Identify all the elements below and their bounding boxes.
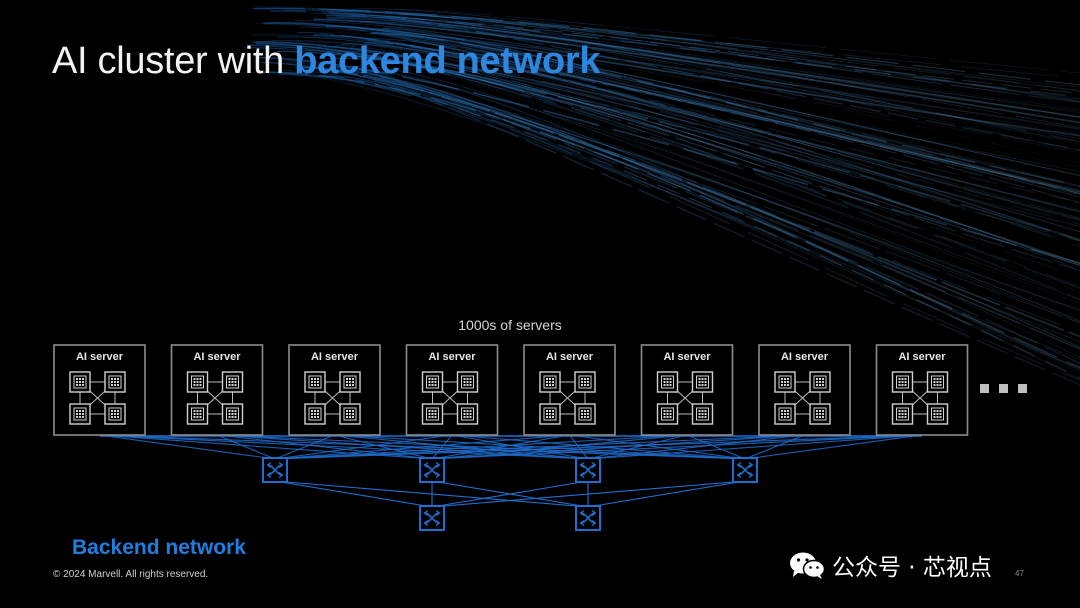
server-box-4: AI server [405, 344, 499, 436]
link-server-4-leaf-3 [451, 434, 589, 460]
link-server-7-leaf-3 [587, 434, 805, 460]
link-server-7-leaf-4 [744, 434, 805, 460]
server-box-5: AI server [523, 344, 616, 436]
watermark: 公众号 · 芯视点 [788, 548, 992, 582]
server-box-1: AI server [53, 344, 146, 436]
server-row: AI server AI server AI server AI server AI s… [53, 344, 969, 436]
link-leaf-4-spine-2 [587, 480, 746, 508]
server-box-3: AI server [288, 344, 381, 436]
link-server-8-leaf-2 [431, 434, 923, 460]
link-server-6-leaf-1 [274, 434, 688, 460]
servers-caption: 1000s of servers [458, 317, 562, 333]
link-leaf-1-spine-1 [274, 480, 433, 508]
network-links [99, 434, 923, 508]
link-leaf-4-spine-1 [431, 480, 746, 508]
link-server-7-leaf-1 [274, 434, 805, 460]
server-box-6: AI server [640, 344, 734, 436]
link-server-5-leaf-3 [569, 434, 589, 460]
server-label-3: AI server [311, 351, 359, 363]
link-server-6-leaf-4 [686, 434, 746, 460]
server-label-5: AI server [546, 351, 594, 363]
link-leaf-3-spine-1 [431, 480, 589, 508]
link-server-8-leaf-3 [587, 434, 923, 460]
link-server-6-leaf-2 [431, 434, 688, 460]
link-server-8-leaf-1 [274, 434, 923, 460]
link-server-8-leaf-4 [744, 434, 923, 460]
link-server-5-leaf-4 [569, 434, 746, 460]
leaf-switch-4 [732, 457, 758, 483]
link-server-3-leaf-3 [334, 434, 589, 460]
spine-switch-2 [575, 505, 601, 531]
server-label-6: AI server [663, 351, 711, 363]
page-number: 47 [1015, 569, 1024, 578]
leaf-switch-2 [419, 457, 445, 483]
link-server-3-leaf-2 [334, 434, 433, 460]
server-box-2: AI server [170, 344, 264, 436]
page-title: AI cluster with backend network [52, 38, 601, 84]
link-server-4-leaf-1 [274, 434, 453, 460]
server-box-7: AI server [758, 344, 851, 436]
server-label-2: AI server [193, 351, 241, 363]
link-server-2-leaf-1 [216, 434, 276, 460]
leaf-switch-1 [262, 457, 288, 483]
leaf-switch-3 [575, 457, 601, 483]
link-server-5-leaf-2 [431, 434, 570, 460]
link-server-5-leaf-1 [274, 434, 570, 460]
copyright-notice: © 2024 Marvell. All rights reserved. [53, 569, 209, 580]
wechat-icon [790, 552, 826, 579]
title-plain: AI cluster with [52, 40, 295, 82]
server-label-1: AI server [76, 351, 124, 363]
link-server-3-leaf-1 [274, 434, 335, 460]
link-server-1-leaf-1 [99, 434, 276, 460]
server-label-7: AI server [781, 351, 829, 363]
watermark-text: 公众号 · 芯视点 [832, 555, 992, 581]
link-server-4-leaf-2 [431, 434, 453, 460]
server-box-8: AI server [875, 344, 969, 436]
title-highlight: backend network [294, 40, 601, 82]
link-server-2-leaf-3 [216, 434, 589, 460]
server-label-4: AI server [428, 351, 476, 363]
spine-switch-1 [419, 505, 445, 531]
server-label-8: AI server [898, 351, 946, 363]
more-servers-ellipsis [980, 384, 1027, 393]
link-server-7-leaf-2 [431, 434, 805, 460]
link-server-6-leaf-3 [587, 434, 688, 460]
footer-title: Backend network [72, 536, 246, 559]
